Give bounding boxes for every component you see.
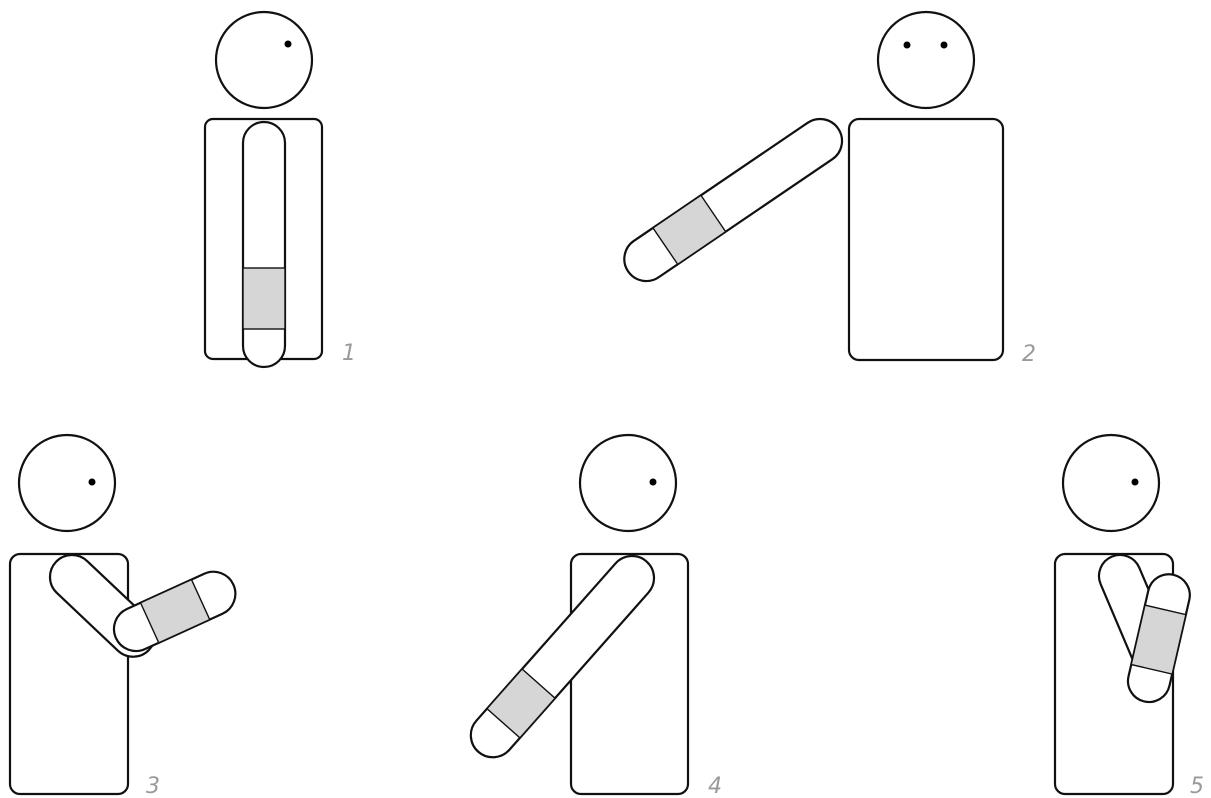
figure-2-arm — [616, 110, 851, 289]
figure-1-label: 1 — [342, 341, 356, 366]
figure-2-eye-left — [904, 42, 911, 49]
figure-2-head — [878, 12, 974, 108]
figure-4-label: 4 — [708, 774, 722, 798]
figure-3-label: 3 — [146, 774, 160, 798]
figure-4: 4 — [462, 435, 722, 798]
figure-2-label: 2 — [1022, 342, 1036, 367]
figure-3-eye — [89, 479, 96, 486]
figure-2-eye-right — [941, 42, 948, 49]
figure-5-head — [1063, 435, 1159, 531]
figure-1-head — [216, 12, 312, 108]
figure-2-torso — [849, 119, 1003, 360]
figure-3: 3 — [10, 435, 242, 798]
figure-1-arm — [243, 122, 285, 367]
figure-5-eye — [1132, 479, 1139, 486]
figure-1: 1 — [205, 12, 356, 367]
figure-1-bandage — [243, 268, 285, 329]
figure-5: 5 — [1055, 435, 1204, 798]
figure-1-eye — [285, 41, 292, 48]
figure-3-head — [19, 435, 115, 531]
figure-4-head — [580, 435, 676, 531]
figure-4-eye — [650, 479, 657, 486]
figure-2: 2 — [616, 12, 1036, 367]
figure-5-label: 5 — [1190, 774, 1204, 798]
